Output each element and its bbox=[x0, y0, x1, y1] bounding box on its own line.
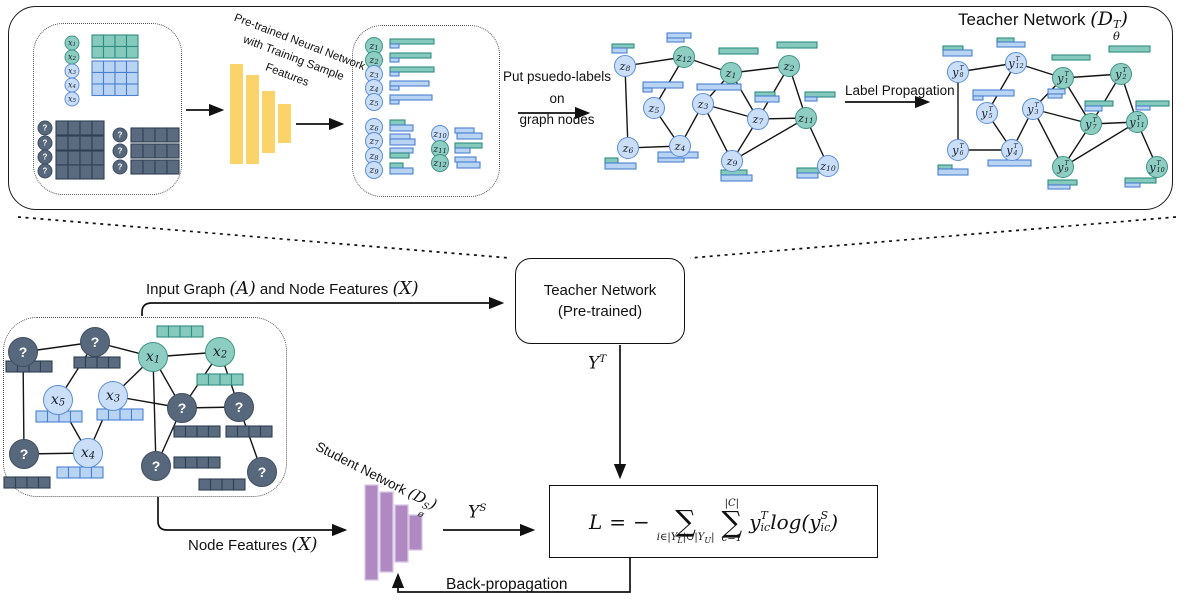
feature-bars bbox=[3, 32, 1170, 491]
backprop-label: Back-propagation bbox=[446, 576, 568, 593]
arrow-features-to-student bbox=[157, 497, 348, 537]
teacher-box-line2: (Pre-trained) bbox=[557, 303, 643, 320]
input-arrow-label: Input Graph (A) and Node Features (X) bbox=[146, 279, 419, 299]
arrow-backpropagation bbox=[391, 558, 631, 593]
teacher-panel-box bbox=[8, 6, 1173, 210]
ys-label: YS bbox=[468, 502, 487, 523]
loss-lhs: L bbox=[588, 509, 603, 534]
arrows bbox=[17, 95, 1177, 593]
funnel-dash-left bbox=[17, 216, 511, 259]
loss-sum-classes: |C| ∑ c=1 bbox=[721, 497, 743, 545]
neural-network-bars bbox=[230, 64, 423, 581]
embedding-box bbox=[352, 25, 500, 197]
node-features-label: Node Features (X) bbox=[188, 535, 318, 555]
training-features-box bbox=[33, 23, 182, 195]
label-propagation-caption: Label Propagation bbox=[845, 83, 955, 98]
funnel-dash-right bbox=[689, 216, 1177, 259]
title-text: Teacher Network bbox=[958, 10, 1091, 29]
teacher-network-box: Teacher Network (Pre-trained) bbox=[515, 258, 685, 344]
teacher-box-line1: Teacher Network bbox=[543, 282, 657, 299]
pseudo-labels-caption: Put psuedo-labels on graph nodes bbox=[502, 69, 612, 128]
yt-label: YT bbox=[588, 353, 607, 374]
input-graph-box bbox=[3, 317, 287, 497]
arrow-input-to-teacher bbox=[141, 296, 505, 316]
loss-sum-nodes: ∑ i∈|YL|∪|YU| bbox=[656, 503, 715, 546]
